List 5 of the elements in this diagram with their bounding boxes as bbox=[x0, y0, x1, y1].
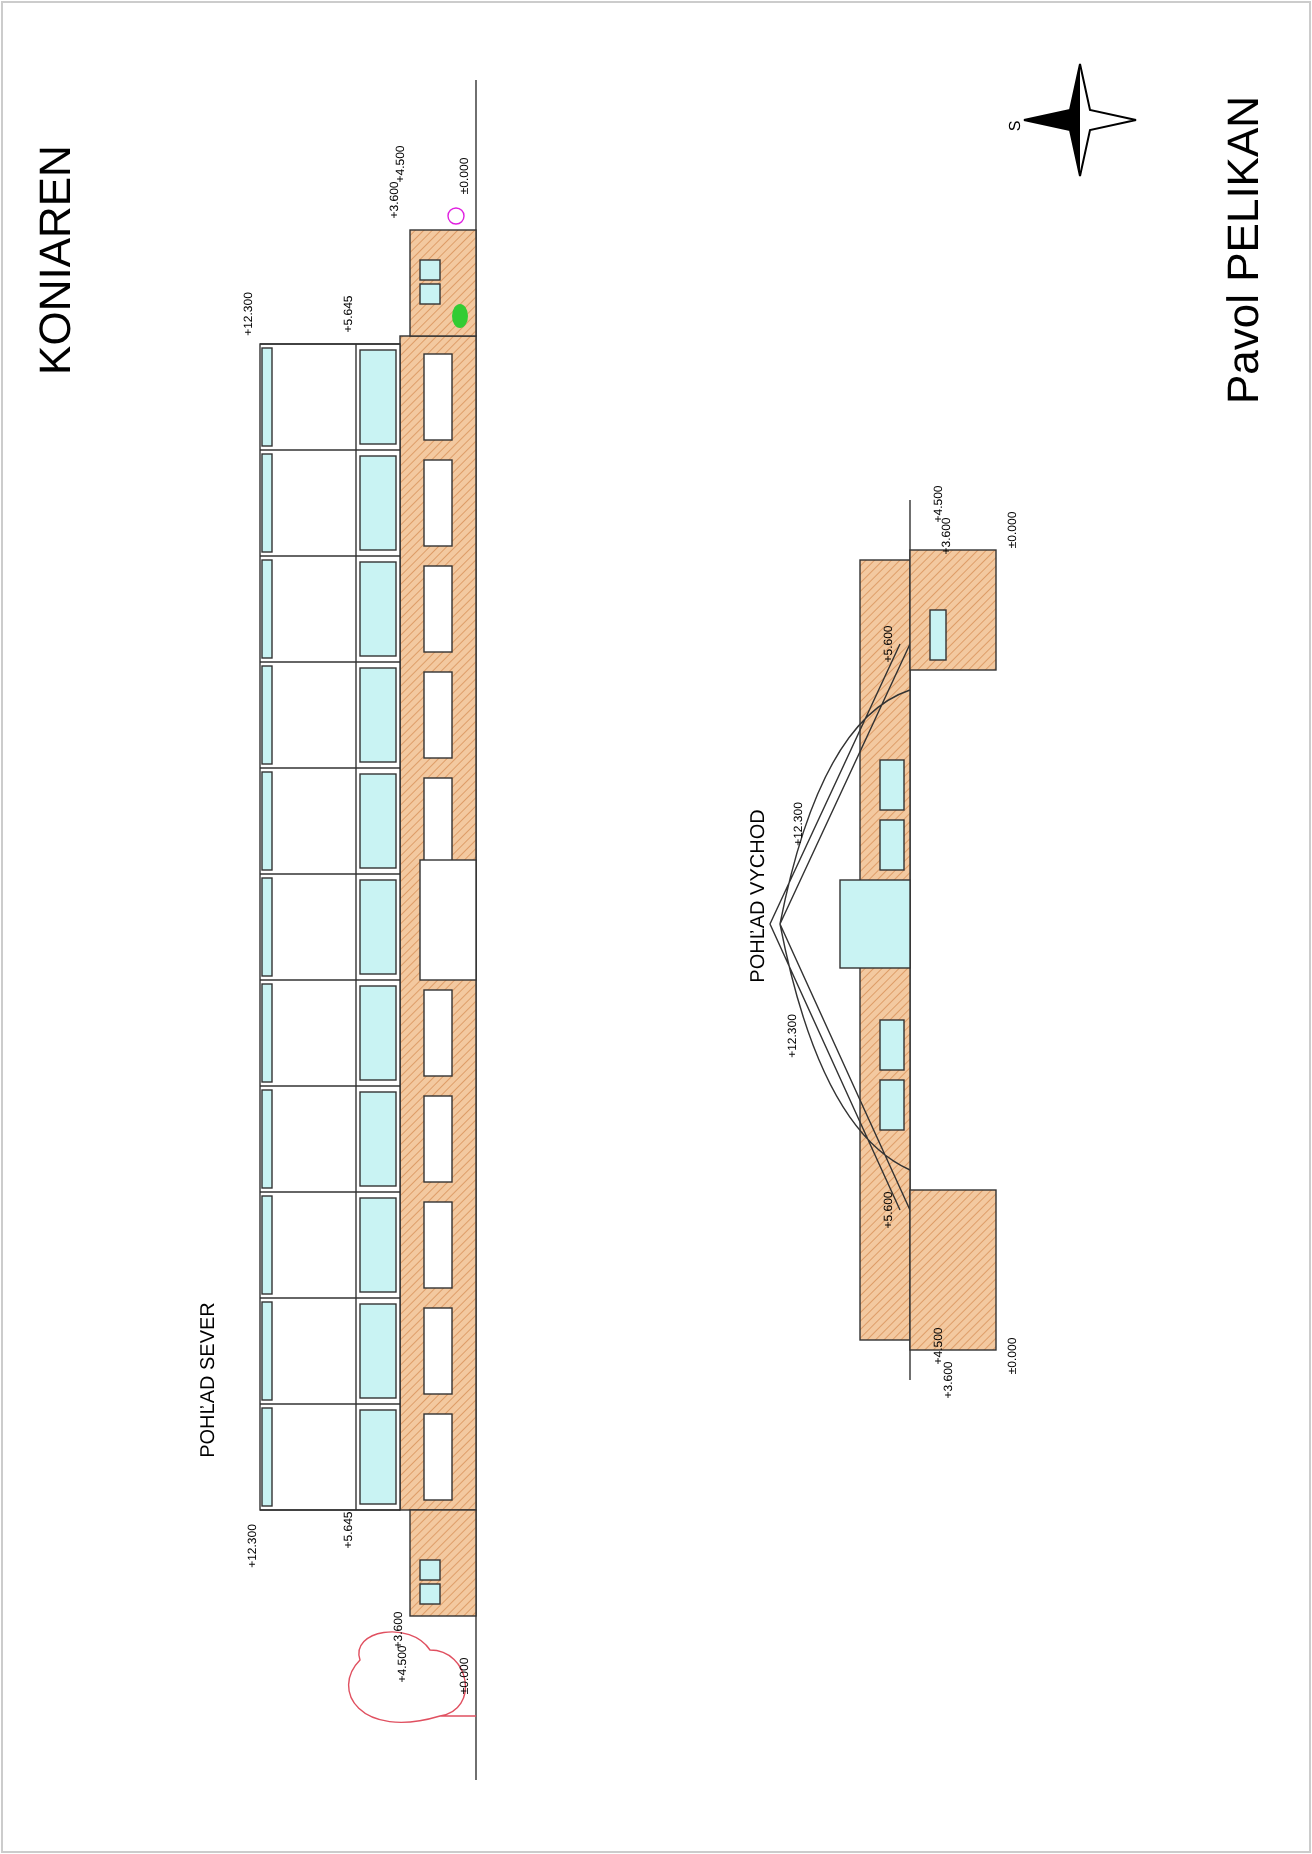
drawing-title: KONIAREN bbox=[34, 145, 78, 375]
compass-label: S bbox=[1008, 120, 1024, 132]
view-title: POHĽAD VYCHOD bbox=[750, 809, 770, 983]
view-title: POHĽAD SEVER bbox=[200, 1302, 220, 1458]
author-name: Pavol PELIKAN bbox=[1222, 95, 1266, 405]
